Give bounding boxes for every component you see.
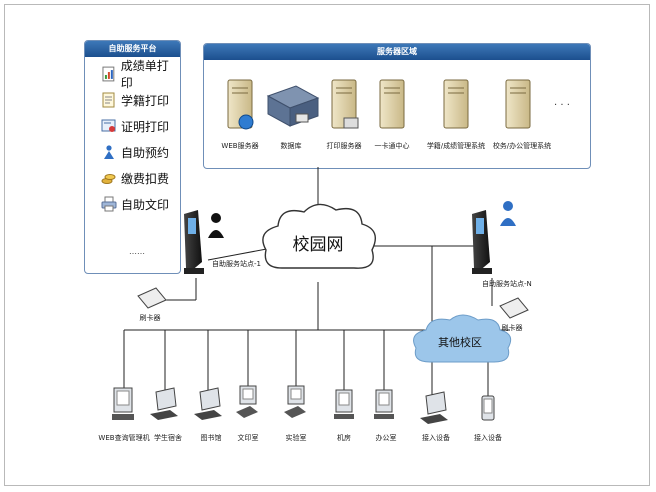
server-label-office: 校务/办公管理系统 — [493, 141, 551, 150]
library-laptop-icon — [194, 387, 222, 420]
endpoint-label-lab: 实验室 — [286, 433, 307, 442]
server-academic-icon — [443, 79, 469, 129]
kiosk-left-label: 自助服务站点-1 — [212, 259, 261, 268]
database-icon — [266, 85, 320, 127]
self-service-title: 自助服务平台 — [85, 41, 180, 57]
user-left-icon — [208, 213, 224, 238]
endpoint-label-dorm: 学生宿舍 — [154, 433, 182, 442]
print-room-computer-icon — [236, 385, 258, 418]
kiosk-right-label: 自助服务站点-N — [482, 279, 532, 288]
endpoint-label-library: 图书馆 — [201, 433, 222, 442]
other-campus-cloud — [413, 314, 512, 363]
access-device-phone-icon — [481, 395, 495, 421]
endpoint-label-access-2: 接入设备 — [474, 433, 502, 442]
coins-icon — [101, 174, 116, 184]
card-reader-left-icon — [137, 287, 167, 309]
certificate-icon — [101, 119, 116, 132]
menu-more: …… — [129, 247, 145, 256]
user-right-icon — [500, 201, 516, 226]
menu-item-payment: 缴费扣费 — [101, 167, 169, 189]
server-label-print: 打印服务器 — [327, 141, 362, 150]
self-service-panel: 自助服务平台 成绩单打印 学籍打印 证明打印 自助预约 — [84, 40, 181, 274]
kiosk-left-icon — [184, 210, 204, 274]
access-device-laptop-icon — [420, 391, 448, 424]
card-reader-right-icon — [499, 297, 529, 319]
endpoint-label-access-1: 接入设备 — [422, 433, 450, 442]
menu-label-record: 学籍打印 — [121, 93, 170, 108]
menu-label-payment: 缴费扣费 — [121, 171, 170, 186]
server-label-card: 一卡通中心 — [375, 141, 410, 150]
server-area-title: 服务器区域 — [204, 44, 590, 60]
endpoint-label-web-query: WEB查询管理机 — [98, 433, 149, 442]
endpoint-label-machine-room: 机房 — [337, 433, 351, 442]
menu-item-transcript: 成绩单打印 — [101, 59, 180, 90]
endpoint-label-office: 办公室 — [376, 433, 397, 442]
server-label-db: 数据库 — [281, 141, 302, 150]
menu-label-printing: 自助文印 — [121, 197, 170, 212]
campus-network-cloud — [262, 203, 376, 269]
lab-computer-icon — [284, 385, 306, 418]
document-icon — [102, 92, 115, 108]
server-print-icon — [331, 79, 359, 129]
menu-label-certificate: 证明打印 — [121, 119, 170, 134]
person-icon — [104, 145, 114, 159]
server-office-icon — [505, 79, 531, 129]
server-card-icon — [379, 79, 405, 129]
menu-label-booking: 自助预约 — [121, 145, 170, 160]
card-reader-right-label: 刷卡器 — [502, 323, 523, 332]
dorm-laptop-icon — [150, 387, 178, 420]
campus-network-label: 校园网 — [293, 235, 344, 255]
menu-item-record: 学籍打印 — [101, 89, 169, 111]
machine-room-computer-icon — [334, 389, 354, 419]
kiosk-right-icon — [472, 210, 492, 274]
diagram-frame — [4, 4, 650, 486]
server-label-academic: 学籍/成绩管理系统 — [427, 141, 485, 150]
server-more: · · · — [554, 100, 570, 111]
menu-item-certificate: 证明打印 — [101, 115, 169, 137]
chart-doc-icon — [102, 66, 115, 82]
other-campus-label: 其他校区 — [438, 335, 482, 349]
card-reader-left-label: 刷卡器 — [140, 313, 161, 322]
menu-label-transcript: 成绩单打印 — [120, 59, 169, 90]
printer-icon — [101, 196, 117, 212]
menu-item-booking: 自助预约 — [101, 141, 169, 163]
endpoint-label-print-room: 文印室 — [238, 433, 259, 442]
server-web-icon — [227, 79, 254, 130]
web-query-computer-icon — [112, 387, 134, 420]
server-label-web: WEB服务器 — [221, 141, 258, 150]
office-computer-icon — [374, 389, 394, 419]
menu-item-printing: 自助文印 — [101, 193, 169, 215]
